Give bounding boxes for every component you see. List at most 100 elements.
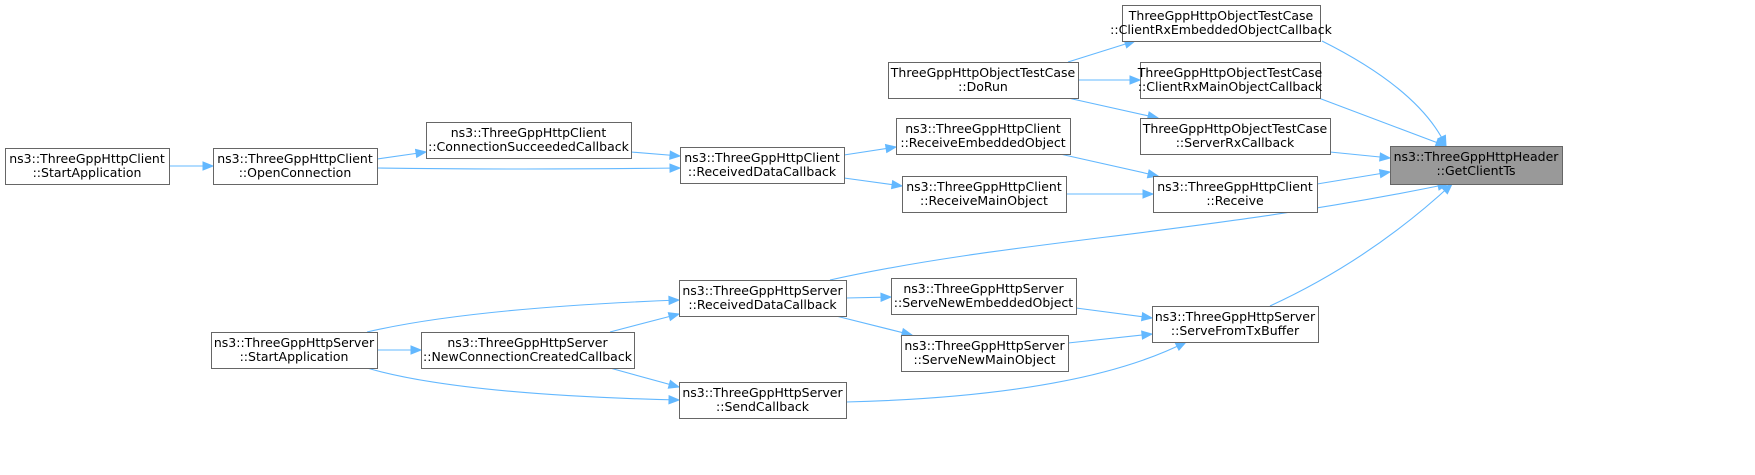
node-label-line-1: ns3::ThreeGppHttpClient	[217, 151, 373, 166]
node-label-line-1: ns3::ThreeGppHttpServer	[904, 338, 1065, 353]
arrowhead	[410, 345, 423, 355]
node-label-line-2: ::StartApplication	[33, 165, 142, 180]
node-sv_ncc[interactable]: ns3::ThreeGppHttpServer::NewConnectionCr…	[421, 332, 635, 369]
node-label-line-1: ns3::ThreeGppHttpServer	[447, 335, 608, 350]
node-label-line-2: ::ServeNewEmbeddedObject	[894, 295, 1074, 310]
node-obj_embedded[interactable]: ThreeGppHttpObjectTestCase::ClientRxEmbe…	[1110, 5, 1333, 42]
node-cl_start[interactable]: ns3::ThreeGppHttpClient::StartApplicatio…	[5, 148, 170, 185]
arrowhead	[669, 163, 682, 173]
node-label-line-2: ::ClientRxEmbeddedObjectCallback	[1110, 22, 1332, 37]
node-cl_conn[interactable]: ns3::ThreeGppHttpClient::ConnectionSucce…	[426, 122, 632, 159]
node-label-line-1: ThreeGppHttpObjectTestCase	[1137, 65, 1323, 80]
node-label-line-1: ns3::ThreeGppHttpServer	[682, 385, 843, 400]
node-box	[421, 332, 635, 369]
node-label-line-2: ::ReceiveMainObject	[920, 193, 1048, 208]
node-label-line-1: ns3::ThreeGppHttpClient	[905, 121, 1061, 136]
node-label-line-2: ::ReceivedDataCallback	[688, 164, 837, 179]
edge-sv_start-to-sv_send	[366, 367, 681, 405]
edge-sv_sftb-to-target	[1269, 183, 1453, 307]
node-label-line-2: ::ReceiveEmbeddedObject	[900, 135, 1065, 150]
edge-sv_snm-to-sv_sftb	[1067, 330, 1154, 344]
node-label-line-1: ns3::ThreeGppHttpClient	[1157, 179, 1313, 194]
node-box	[1153, 176, 1318, 213]
node-sv_rdc[interactable]: ns3::ThreeGppHttpServer::ReceivedDataCal…	[679, 280, 847, 317]
node-label-line-1: ns3::ThreeGppHttpClient	[684, 150, 840, 165]
arrowhead	[880, 292, 893, 302]
node-box	[891, 278, 1077, 315]
node-obj_serverrx[interactable]: ThreeGppHttpObjectTestCase::ServerRxCall…	[1140, 118, 1331, 155]
edge-sv_ncc-to-sv_rdc	[609, 312, 681, 333]
node-label-line-2: ::ServerRxCallback	[1176, 135, 1295, 150]
node-cl_open[interactable]: ns3::ThreeGppHttpClient::OpenConnection	[213, 148, 378, 185]
node-sv_send[interactable]: ns3::ThreeGppHttpServer::SendCallback	[679, 382, 847, 419]
nodes-layer: ns3::ThreeGppHttpHeader::GetClientTs Thre…	[5, 5, 1563, 419]
arrowhead	[1378, 169, 1392, 179]
edge-cl_recv_emb-to-cl_receive	[1059, 153, 1160, 179]
node-box	[679, 280, 847, 317]
node-label-line-1: ns3::ThreeGppHttpServer	[682, 283, 843, 298]
node-target[interactable]: ns3::ThreeGppHttpHeader::GetClientTs	[1390, 146, 1563, 185]
edge-cl_receive-to-target	[1316, 169, 1392, 185]
arrowhead	[414, 148, 428, 159]
node-box	[211, 332, 378, 369]
node-box	[901, 335, 1069, 372]
node-box	[1140, 62, 1321, 99]
arrowhead	[669, 150, 682, 160]
node-label-line-2: ::ClientRxMainObjectCallback	[1138, 79, 1323, 94]
node-box	[680, 147, 845, 184]
node-label-line-2: ::StartApplication	[240, 349, 349, 364]
node-obj_dorun[interactable]: ThreeGppHttpObjectTestCase::DoRun	[888, 62, 1079, 99]
edges-layer	[169, 39, 1453, 405]
edge-cl_rdc-to-cl_recv_emb	[843, 143, 898, 156]
arrowhead	[1129, 75, 1142, 85]
arrowhead	[667, 312, 681, 322]
node-cl_recv_emb[interactable]: ns3::ThreeGppHttpClient::ReceiveEmbedded…	[896, 118, 1071, 155]
edge-sv_rdc-to-sv_snm	[835, 315, 914, 338]
arrowhead	[1142, 189, 1155, 199]
node-cl_receive[interactable]: ns3::ThreeGppHttpClient::Receive	[1153, 176, 1318, 213]
node-label-line-2: ::ReceivedDataCallback	[688, 297, 837, 312]
node-box	[5, 148, 170, 185]
node-box	[426, 122, 632, 159]
node-sv_start[interactable]: ns3::ThreeGppHttpServer::StartApplicatio…	[211, 332, 378, 369]
node-label-line-2: ::NewConnectionCreatedCallback	[423, 349, 633, 364]
node-label-line-1: ns3::ThreeGppHttpClient	[451, 125, 607, 140]
node-cl_recv_main[interactable]: ns3::ThreeGppHttpClient::ReceiveMainObje…	[902, 176, 1067, 213]
node-label-line-2: ::ConnectionSucceededCallback	[428, 139, 629, 154]
arrowhead	[890, 179, 904, 190]
node-label-line-1: ThreeGppHttpObjectTestCase	[1128, 8, 1314, 23]
node-sv_sne[interactable]: ns3::ThreeGppHttpServer::ServeNewEmbedde…	[891, 278, 1077, 315]
node-label-line-2: ::DoRun	[958, 79, 1008, 94]
edge-obj_main-to-target	[1315, 96, 1448, 147]
arrowhead	[668, 395, 681, 405]
edge-cl_conn-to-cl_rdc	[630, 150, 682, 160]
node-obj_main[interactable]: ThreeGppHttpObjectTestCase::ClientRxMain…	[1137, 62, 1323, 99]
arrowhead	[1379, 152, 1392, 162]
node-sv_sftb[interactable]: ns3::ThreeGppHttpServer::ServeFromTxBuff…	[1152, 306, 1319, 343]
edge-sv_sne-to-sv_sftb	[1075, 307, 1154, 322]
arrowhead	[884, 143, 898, 154]
node-label-line-1: ns3::ThreeGppHttpServer	[903, 281, 1064, 296]
edge-cl_open-to-cl_conn	[376, 148, 428, 160]
node-cl_rdc[interactable]: ns3::ThreeGppHttpClient::ReceivedDataCal…	[680, 147, 845, 184]
node-label-line-2: ::ServeFromTxBuffer	[1171, 323, 1300, 338]
edge-cl_recv_main-to-cl_receive	[1066, 189, 1155, 199]
node-sv_snm[interactable]: ns3::ThreeGppHttpServer::ServeNewMainObj…	[901, 335, 1069, 372]
node-box	[213, 148, 378, 185]
node-label-line-2: ::ServeNewMainObject	[913, 352, 1055, 367]
node-label-line-1: ThreeGppHttpObjectTestCase	[1142, 121, 1328, 136]
edge-cl_rdc-to-cl_recv_main	[843, 177, 904, 190]
edge-sv_start-to-sv_rdc	[366, 295, 681, 333]
arrowhead	[1140, 311, 1154, 322]
node-label-line-2: ::Receive	[1206, 193, 1264, 208]
node-label-line-1: ns3::ThreeGppHttpClient	[906, 179, 1062, 194]
edge-sv_ncc-to-sv_send	[609, 367, 681, 389]
node-box	[902, 176, 1067, 213]
edge-sv_rdc-to-sv_sne	[845, 292, 893, 302]
edge-sv_start-to-sv_ncc	[377, 345, 423, 355]
edge-cl_open-to-cl_rdc	[376, 163, 682, 173]
node-label-line-1: ns3::ThreeGppHttpServer	[214, 335, 375, 350]
node-label-line-1: ns3::ThreeGppHttpServer	[1155, 309, 1316, 324]
